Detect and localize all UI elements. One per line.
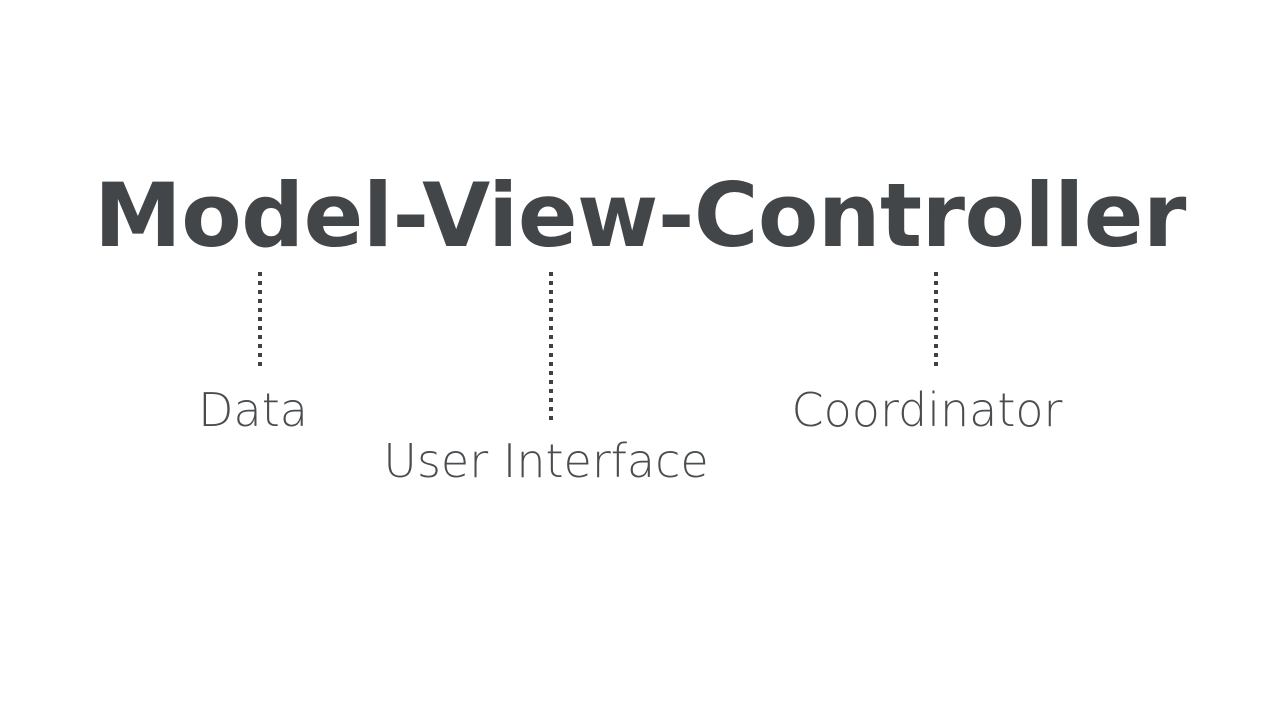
connector-line-view — [549, 272, 553, 420]
annotation-label-model: Data — [198, 383, 308, 437]
connector-line-controller — [934, 272, 938, 366]
connector-line-model — [258, 272, 262, 366]
page-title: Model-View-Controller — [94, 164, 1186, 267]
annotation-label-view: User Interface — [383, 434, 709, 488]
annotation-label-controller: Coordinator — [791, 383, 1063, 437]
